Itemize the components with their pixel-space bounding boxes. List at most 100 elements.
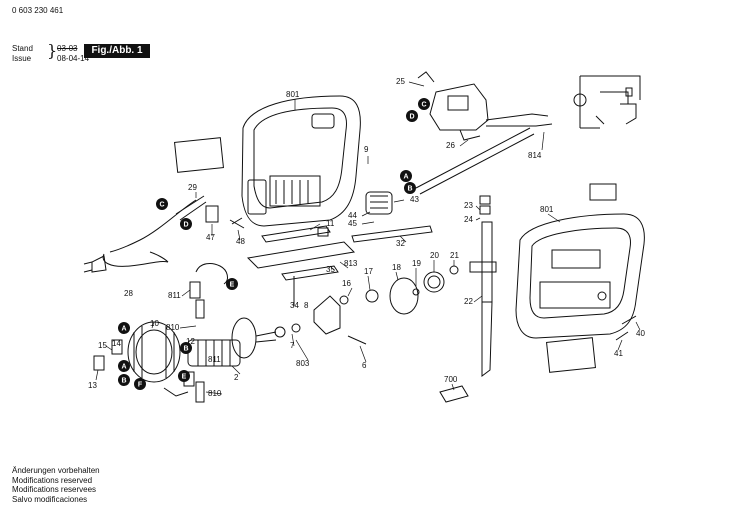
svg-text:D: D [409,114,414,121]
housing-half-left [241,95,361,227]
note-de: Änderungen vorbehalten [12,466,100,475]
label-7: 7 [290,341,295,350]
power-cord [83,199,197,273]
svg-text:D: D [183,222,188,229]
label-28: 28 [124,289,133,298]
issue-value: 08-04-14 [57,54,90,63]
note-fr: Modifications reservees [12,485,97,495]
label-12: 12 [186,337,195,346]
marker-A1: A [400,170,412,182]
svg-text:F: F [138,382,143,389]
marker-B1: B [404,182,416,194]
terminal-811a [189,281,201,299]
clamp-screw [229,217,245,229]
label-813: 813 [344,259,358,268]
label-19: 19 [412,259,421,268]
label-47: 47 [206,233,215,242]
svg-text:B: B [121,378,126,385]
svg-text:A: A [121,326,126,333]
label-26: 26 [446,141,455,150]
switch-lead [195,263,228,285]
label-10: 10 [150,319,159,328]
label-41: 41 [614,349,623,358]
switch-assembly [417,71,489,141]
guide-plate-assembly [246,225,356,281]
housing-screws [615,315,637,341]
svg-text:A: A [121,364,126,371]
cord-clamp [205,205,219,223]
label-43: 43 [410,195,419,204]
label-810b: 810 [208,389,222,398]
figure-label: Fig./Abb. 1 [84,44,150,58]
label-44: 44 [348,211,357,220]
rating-plate [589,183,617,201]
label-2: 2 [234,373,239,382]
marker-B2: B [118,374,130,386]
label-810a: 810 [166,323,180,332]
label-18: 18 [392,263,401,272]
spring-810a [195,299,205,319]
label-34: 34 [290,301,299,310]
label-811b: 811 [208,355,221,364]
label-21: 21 [450,251,459,260]
label-25: 25 [396,77,405,86]
label-15: 15 [98,341,107,350]
screw-6 [347,335,367,345]
label-24: 24 [464,215,473,224]
part-number: 0 603 230 461 [12,6,64,15]
label-35: 35 [326,265,335,274]
label-32: 32 [396,239,405,248]
svg-text:C: C [421,102,426,109]
label-48: 48 [236,237,245,246]
marker-E2: E [178,370,190,382]
svg-text:C: C [159,202,164,209]
label-6: 6 [362,361,367,370]
push-rod [415,127,535,195]
brush-lead [163,387,189,397]
circle-markers: A B C D C D E A A B B F E [118,98,430,390]
marker-E1: E [226,278,238,290]
stroke-mechanism [313,265,459,335]
marker-F1: F [134,378,146,390]
label-23: 23 [464,201,473,210]
cord-protector [175,195,207,221]
label-20: 20 [430,251,439,260]
svg-text:B: B [407,186,412,193]
label-plate [174,137,224,173]
label-814: 814 [528,151,542,160]
guide-plate-32 [351,225,433,243]
label-40: 40 [636,329,645,338]
leader-lines [95,81,641,395]
label-16: 16 [342,279,351,288]
label-801b: 801 [540,205,554,214]
label-45: 45 [348,219,357,228]
brush-14 [111,339,123,355]
label-803: 803 [296,359,310,368]
marker-C2: C [156,198,168,210]
label-13: 13 [88,381,97,390]
brace-glyph: } [47,41,58,60]
brush-holder [365,191,393,215]
brush-13 [93,355,105,371]
wiring-schematic [573,75,641,129]
note-en: Modifications reserved [12,475,93,485]
label-14: 14 [112,339,121,348]
housing-half-right [515,213,645,339]
stand-label: Stand [12,44,33,53]
label-811a: 811 [168,291,181,300]
note-es: Salvo modificaciones [12,494,88,504]
connection-leads [485,113,553,127]
plunger [469,195,497,377]
label-29: 29 [188,183,197,192]
label-700: 700 [444,375,458,384]
armature [187,317,301,367]
issue-label: Issue [12,54,32,63]
label-22: 22 [464,297,473,306]
svg-text:E: E [182,374,187,381]
svg-text:E: E [230,282,235,289]
marker-A2: A [118,322,130,334]
marker-A3: A [118,360,130,372]
label-17: 17 [364,267,373,276]
stand-value: 03-03 [57,44,78,53]
